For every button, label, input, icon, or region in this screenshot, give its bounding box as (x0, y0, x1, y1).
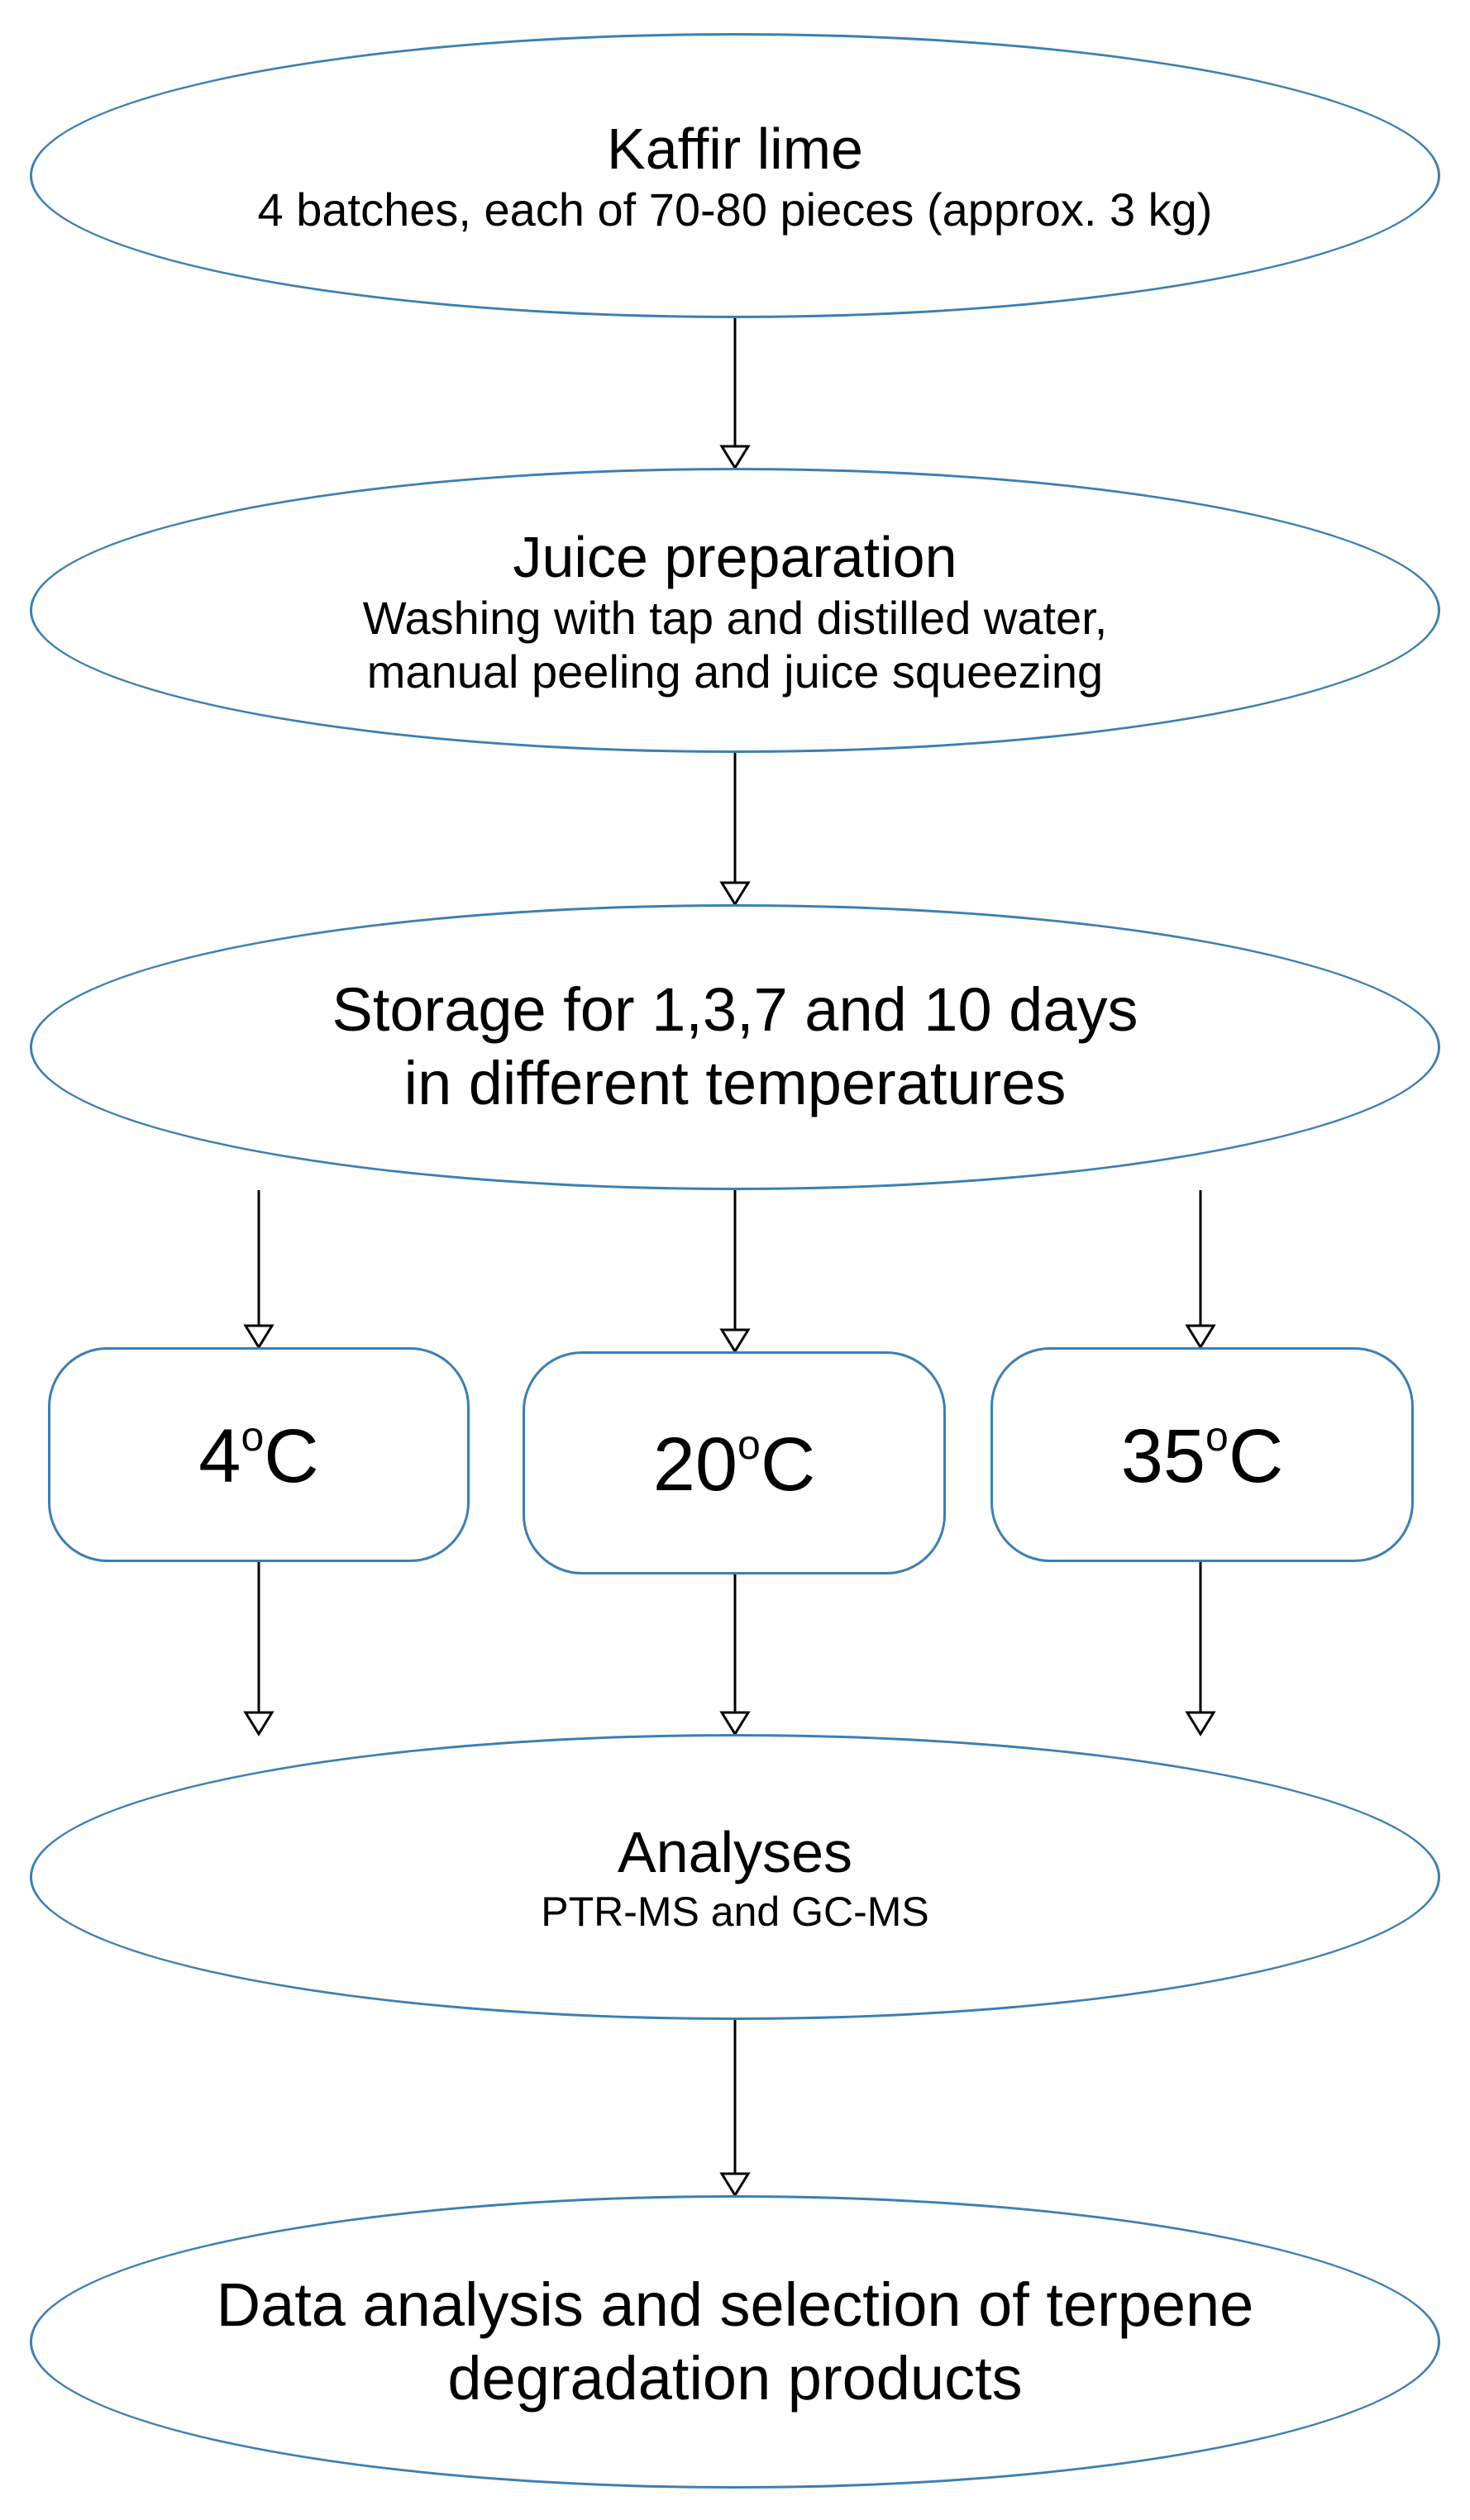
temperature-unit: C (1228, 1413, 1284, 1498)
arrowhead (719, 2172, 751, 2198)
arrowhead (1185, 1711, 1216, 1736)
temperature-value: 4 (198, 1413, 241, 1498)
data-analysis-node: Data analysis and selection of terpene d… (30, 2195, 1440, 2489)
juice-preparation-line-2: manual peeling and juice squeezing (366, 645, 1104, 698)
juice-preparation-line-1: Washing with tap and distilled water, (362, 591, 1108, 644)
temperature-node-4c: 4oC (48, 1347, 470, 1562)
temperature-label-4c: 4oC (198, 1416, 318, 1494)
degree-sign: o (1205, 1412, 1229, 1460)
arrowhead (719, 881, 751, 907)
arrowhead (243, 1711, 274, 1736)
analyses-node: Analyses PTR-MS and GC-MS (30, 1734, 1440, 2020)
temperature-label-20c: 20oC (653, 1424, 816, 1503)
arrowhead (243, 1324, 274, 1350)
temperature-unit: C (760, 1422, 816, 1507)
temperature-node-35c: 35oC (990, 1347, 1414, 1562)
juice-preparation-node: Juice preparation Washing with tap and d… (30, 468, 1440, 753)
analyses-title: Analyses (617, 1820, 853, 1884)
arrowhead (719, 1328, 751, 1354)
arrowhead (719, 445, 751, 470)
kaffir-lime-subtitle: 4 batches, each of 70-80 pieces (approx.… (257, 183, 1213, 236)
temperature-unit: C (264, 1413, 319, 1498)
storage-line-2: in different temperatures (403, 1049, 1067, 1117)
data-analysis-line-2: degradation products (447, 2343, 1023, 2413)
temperature-value: 35 (1120, 1413, 1206, 1498)
kaffir-lime-title: Kaffir lime (607, 117, 863, 182)
temperature-label-35c: 35oC (1121, 1416, 1284, 1494)
kaffir-lime-node: Kaffir lime 4 batches, each of 70-80 pie… (30, 33, 1440, 318)
juice-preparation-title: Juice preparation (513, 524, 957, 589)
storage-line-1: Storage for 1,3,7 and 10 days (332, 975, 1138, 1045)
analyses-subtitle: PTR-MS and GC-MS (541, 1889, 929, 1935)
arrowhead (719, 1711, 751, 1736)
degree-sign: o (737, 1421, 761, 1468)
data-analysis-line-1: Data analysis and selection of terpene (216, 2270, 1254, 2339)
temperature-node-20c: 20oC (523, 1351, 946, 1574)
degree-sign: o (241, 1412, 265, 1460)
arrowhead (1185, 1324, 1216, 1350)
temperature-value: 20 (652, 1422, 738, 1507)
storage-node: Storage for 1,3,7 and 10 days in differe… (30, 904, 1440, 1190)
